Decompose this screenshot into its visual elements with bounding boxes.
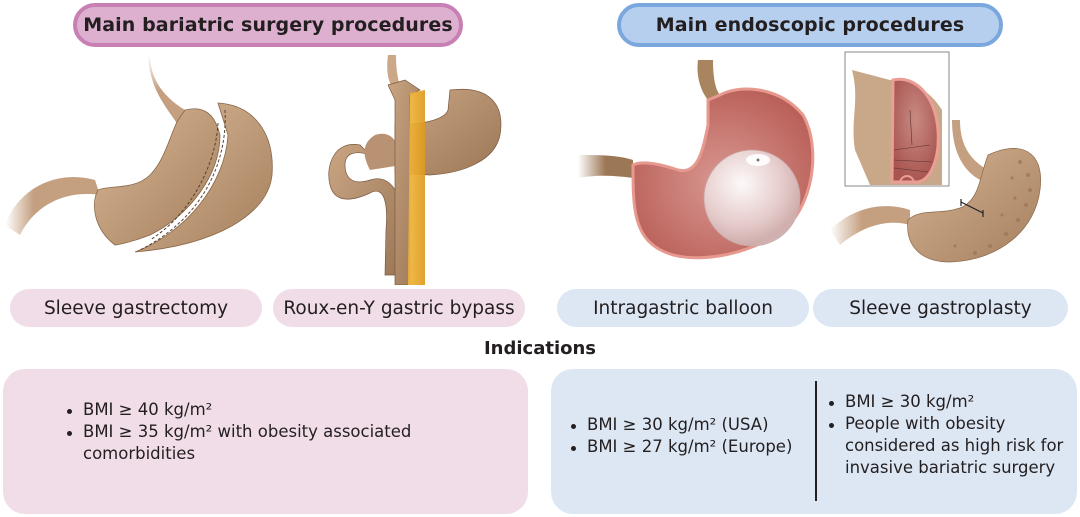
gastric-bypass-illustration bbox=[300, 55, 540, 285]
endoscopic-header-label: Main endoscopic procedures bbox=[655, 14, 965, 36]
procedure-label-roux-en-y-bypass: Roux-en-Y gastric bypass bbox=[273, 289, 525, 327]
procedure-name: Sleeve gastrectomy bbox=[43, 297, 229, 319]
sleeve-gastrectomy-illustration bbox=[0, 55, 290, 285]
indication-item: BMI ≥ 27 kg/m² (Europe) bbox=[569, 436, 809, 458]
surgery-indications-list: BMI ≥ 40 kg/m² BMI ≥ 35 kg/m² with obesi… bbox=[65, 399, 465, 465]
intragastric-balloon-stomach-icon bbox=[578, 60, 815, 260]
sleeve-gastrectomy-stomach-icon bbox=[5, 55, 273, 253]
procedure-label-intragastric-balloon: Intragastric balloon bbox=[557, 289, 809, 327]
procedure-name: Roux-en-Y gastric bypass bbox=[283, 297, 515, 319]
surgery-indications-box: BMI ≥ 40 kg/m² BMI ≥ 35 kg/m² with obesi… bbox=[3, 369, 528, 514]
procedure-name: Intragastric balloon bbox=[593, 297, 773, 319]
endoscopic-procedures-header: Main endoscopic procedures bbox=[617, 3, 1003, 47]
surgery-procedures-header: Main bariatric surgery procedures bbox=[73, 3, 463, 47]
procedure-name: Sleeve gastroplasty bbox=[849, 297, 1032, 319]
indications-heading: Indications bbox=[483, 338, 597, 359]
indication-item: BMI ≥ 30 kg/m² (USA) bbox=[569, 414, 809, 436]
balloon-indications-list: BMI ≥ 30 kg/m² (USA) BMI ≥ 27 kg/m² (Eur… bbox=[569, 414, 809, 458]
indication-item: BMI ≥ 40 kg/m² bbox=[65, 399, 465, 421]
intragastric-balloon-illustration bbox=[578, 60, 828, 285]
indication-item: BMI ≥ 35 kg/m² with obesity associated c… bbox=[65, 421, 465, 465]
indication-item: People with obesity considered as high r… bbox=[827, 413, 1067, 479]
surgery-header-label: Main bariatric surgery procedures bbox=[83, 14, 453, 36]
procedure-label-sleeve-gastrectomy: Sleeve gastrectomy bbox=[10, 289, 262, 327]
indication-item: BMI ≥ 30 kg/m² bbox=[827, 391, 1067, 413]
procedure-label-sleeve-gastroplasty: Sleeve gastroplasty bbox=[813, 289, 1068, 327]
gastroplasty-indications-list: BMI ≥ 30 kg/m² People with obesity consi… bbox=[827, 391, 1067, 479]
gastric-bypass-stomach-icon bbox=[328, 55, 502, 285]
sleeve-gastroplasty-illustration bbox=[830, 50, 1080, 285]
sleeve-gastroplasty-stomach-icon bbox=[830, 51, 1041, 263]
indications-divider bbox=[815, 381, 817, 501]
endoscopic-indications-box: BMI ≥ 30 kg/m² (USA) BMI ≥ 27 kg/m² (Eur… bbox=[551, 369, 1077, 514]
